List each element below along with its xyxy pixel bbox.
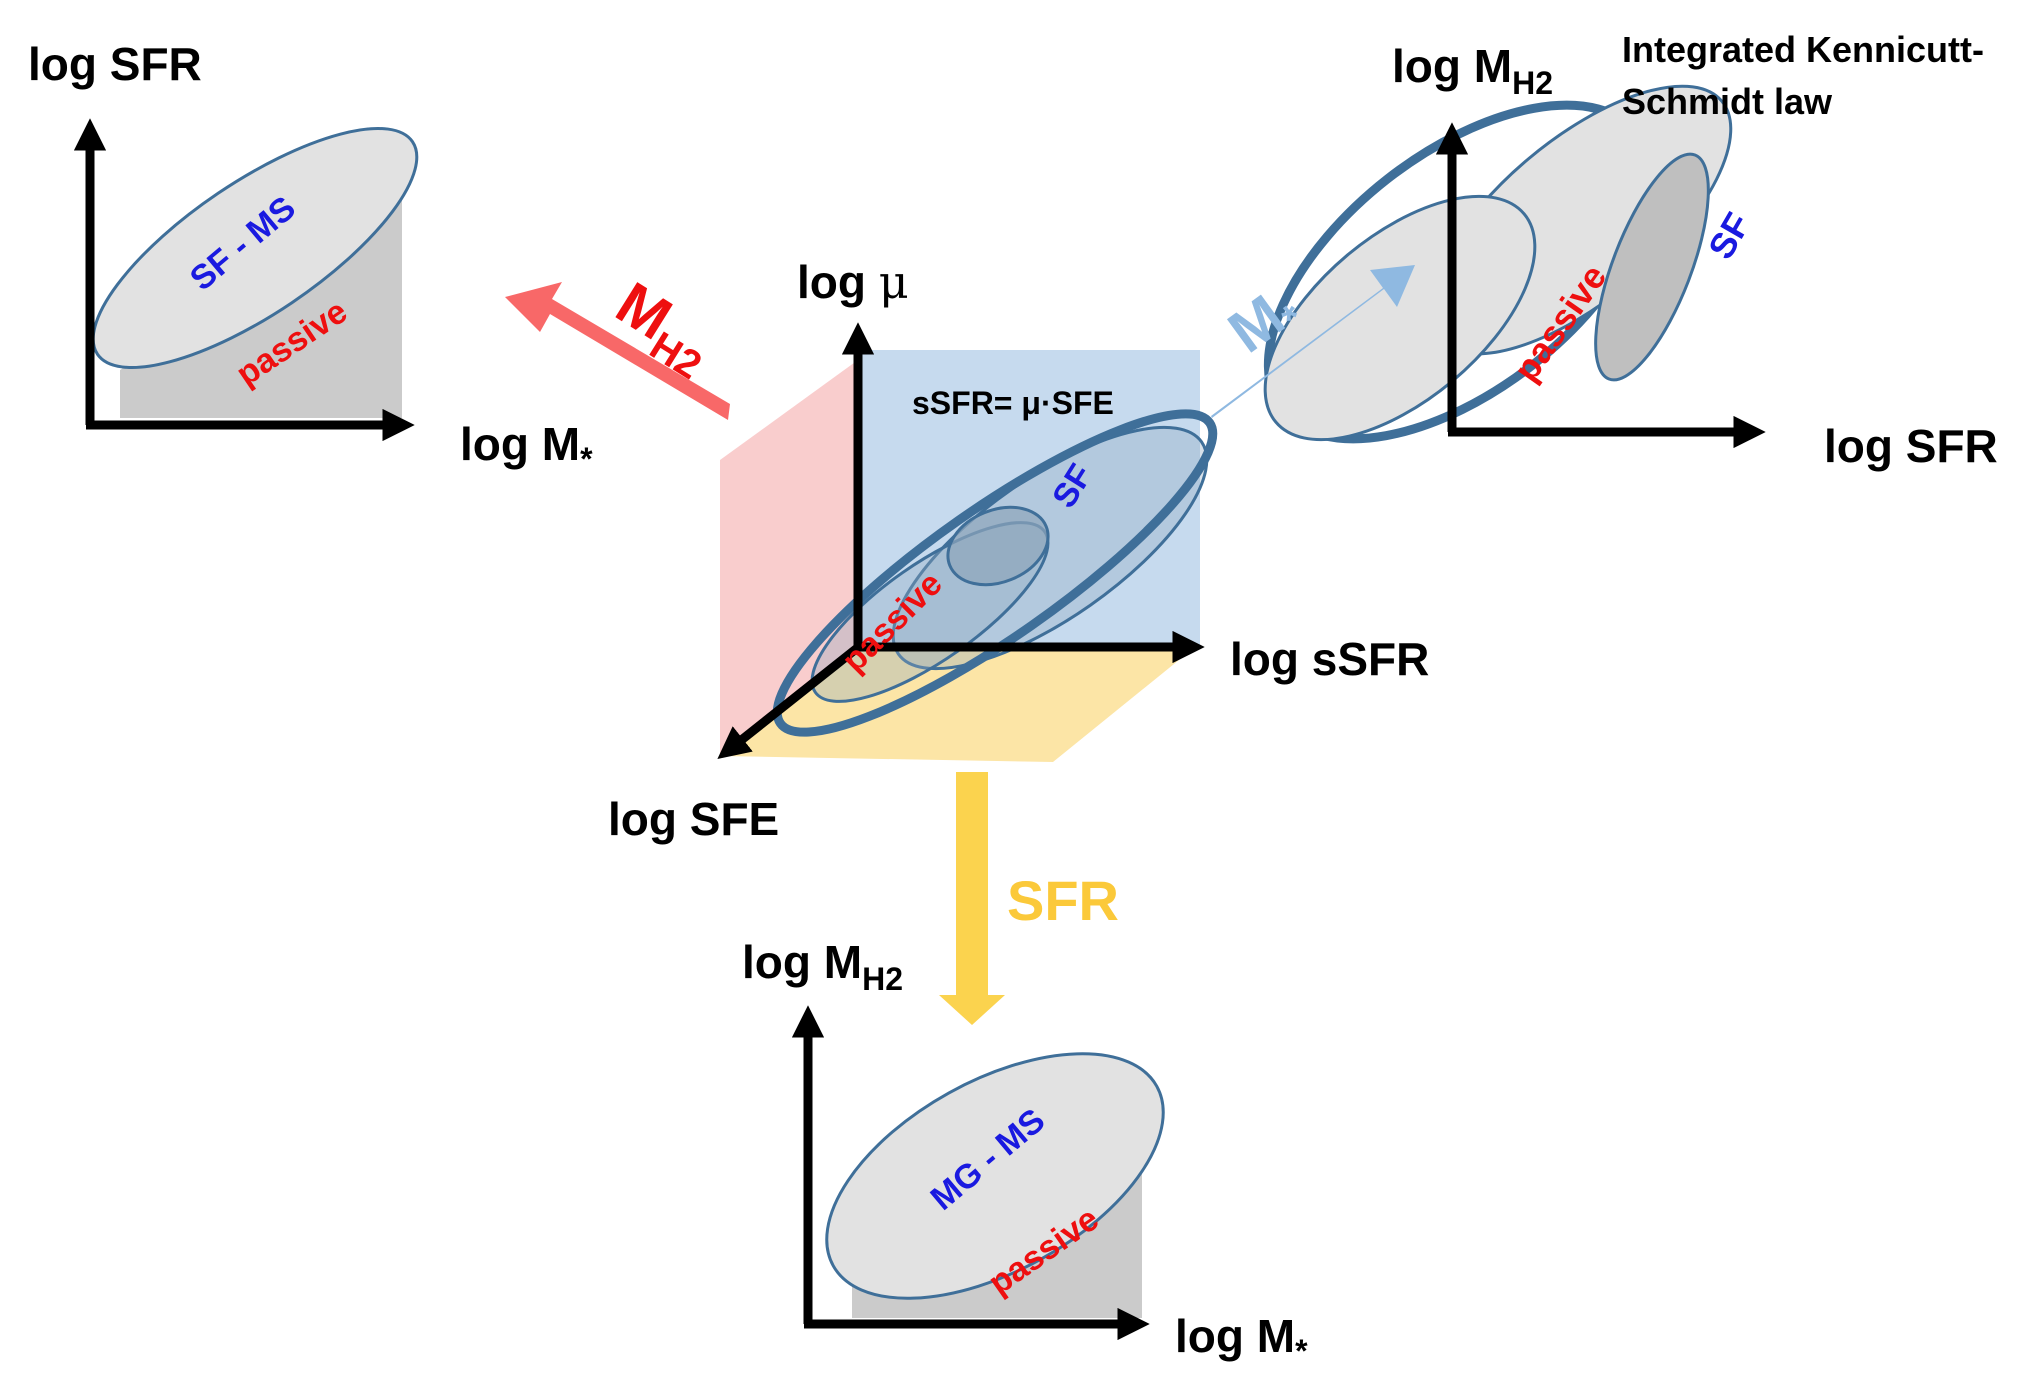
plot-title-line1: Integrated Kennicutt- xyxy=(1622,29,1984,70)
overlap-ellipse xyxy=(946,505,1050,587)
mh2-arrow-label: MH2 xyxy=(600,269,727,388)
mh2-plane xyxy=(720,360,858,756)
mstar-plane xyxy=(858,350,1200,647)
outer-ellipse xyxy=(772,409,1218,737)
x-axis-label: log SFR xyxy=(1824,420,1998,472)
x-axis-label: log M* xyxy=(460,418,593,477)
plot-title-line2: Schmidt law xyxy=(1622,81,1833,122)
x-axis-label: log sSFR xyxy=(1230,633,1429,685)
sf-label: SF xyxy=(1700,206,1759,266)
y-axis-label: log μ xyxy=(797,255,909,309)
x-axis-label: log M* xyxy=(1175,1310,1308,1369)
sf-ms-ellipse xyxy=(91,126,419,370)
y-axis-label: log MH2 xyxy=(1392,40,1553,101)
top-right-plot: log MH2 log SFR Integrated Kennicutt- Sc… xyxy=(1263,29,1998,472)
sfr-plane xyxy=(720,647,1195,762)
sfr-arrow xyxy=(939,772,1005,1025)
mg-ms-ellipse xyxy=(825,1052,1165,1300)
mh2-arrow-group: MH2 xyxy=(505,269,730,420)
z-axis xyxy=(717,641,864,760)
z-axis-label: log SFE xyxy=(608,793,779,845)
center-cube: log μ log sSFR log SFE sSFR= μ·SFE SF pa… xyxy=(608,255,1429,845)
mh2-arrow xyxy=(505,282,730,420)
overlap-ellipse xyxy=(1594,152,1710,382)
y-axis-label: log MH2 xyxy=(742,936,903,997)
mstar-arrow xyxy=(1211,265,1415,418)
sfr-arrow-group: SFR xyxy=(939,772,1119,1025)
bottom-plot: log MH2 log M* MG - MS passive xyxy=(742,936,1308,1369)
sfr-arrow-label: SFR xyxy=(1007,869,1119,932)
relation-label: sSFR= μ·SFE xyxy=(912,385,1114,421)
top-left-plot: log SFR log M* SF - MS passive xyxy=(28,38,593,477)
y-axis-label: log SFR xyxy=(28,38,202,90)
